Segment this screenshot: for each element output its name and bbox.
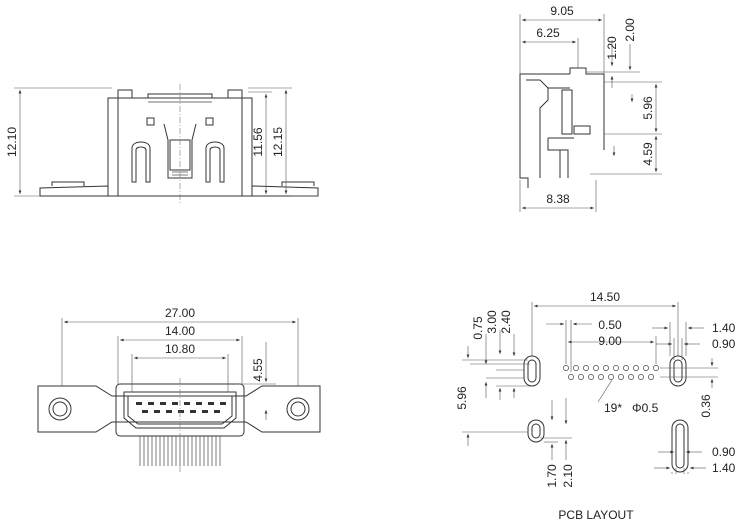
- side-pin-offset: 1.20: [605, 36, 619, 60]
- pcb-offset-c: 2.40: [499, 310, 513, 334]
- front-body-height: 11.56: [251, 127, 265, 156]
- pcb-slot-height: 5.96: [455, 386, 469, 410]
- side-base-depth: 8.38: [546, 192, 570, 206]
- side-overall-depth: 9.05: [550, 4, 574, 18]
- pcb-slot-width-right-inner: 0.90: [712, 337, 736, 351]
- pcb-bottom-a: 1.70: [545, 464, 559, 488]
- bottom-flange-height: 4.55: [251, 358, 265, 382]
- pcb-pin-pitch: 0.50: [598, 318, 622, 332]
- side-view: 9.05 6.25 1.20 2.00 5.96 4.59 8.38: [519, 4, 662, 212]
- pcb-slot-width-right-outer: 1.40: [712, 321, 736, 335]
- front-overall-height: 12.10: [5, 127, 19, 157]
- bottom-body-width: 14.00: [165, 324, 195, 338]
- pcb-slot-width-lower-outer: 1.40: [712, 461, 736, 475]
- side-depth-to-pin: 6.25: [536, 26, 560, 40]
- pcb-pin-note: 19*: [604, 401, 622, 415]
- pcb-pin-diameter: Φ0.5: [632, 401, 659, 415]
- front-view: 12.10 11.56 12.15: [5, 84, 319, 204]
- bottom-overall-width: 27.00: [165, 306, 195, 320]
- side-height-upper: 5.96: [641, 96, 655, 120]
- bottom-opening-width: 10.80: [165, 342, 195, 356]
- pcb-layout: 14.50 0.50 9.00 0.75 3.00 2.40 5.96 19*: [455, 290, 736, 522]
- pcb-pin-span: 9.00: [598, 334, 622, 348]
- side-height-lower: 4.59: [641, 142, 655, 166]
- bottom-view: 27.00 14.00 10.80 4.55: [37, 306, 321, 472]
- pcb-slot-width-lower-inner: 0.90: [712, 445, 736, 459]
- pcb-offset-a: 0.75: [471, 316, 485, 340]
- pcb-layout-title: PCB LAYOUT: [558, 508, 634, 522]
- pcb-bottom-b: 2.10: [561, 464, 575, 488]
- pcb-row-span: 14.50: [590, 290, 620, 304]
- pcb-offset-b: 3.00: [485, 310, 499, 334]
- side-top-offset: 2.00: [623, 18, 637, 42]
- pcb-row-offset: 0.36: [699, 394, 713, 418]
- front-body-height-total: 12.15: [271, 127, 285, 157]
